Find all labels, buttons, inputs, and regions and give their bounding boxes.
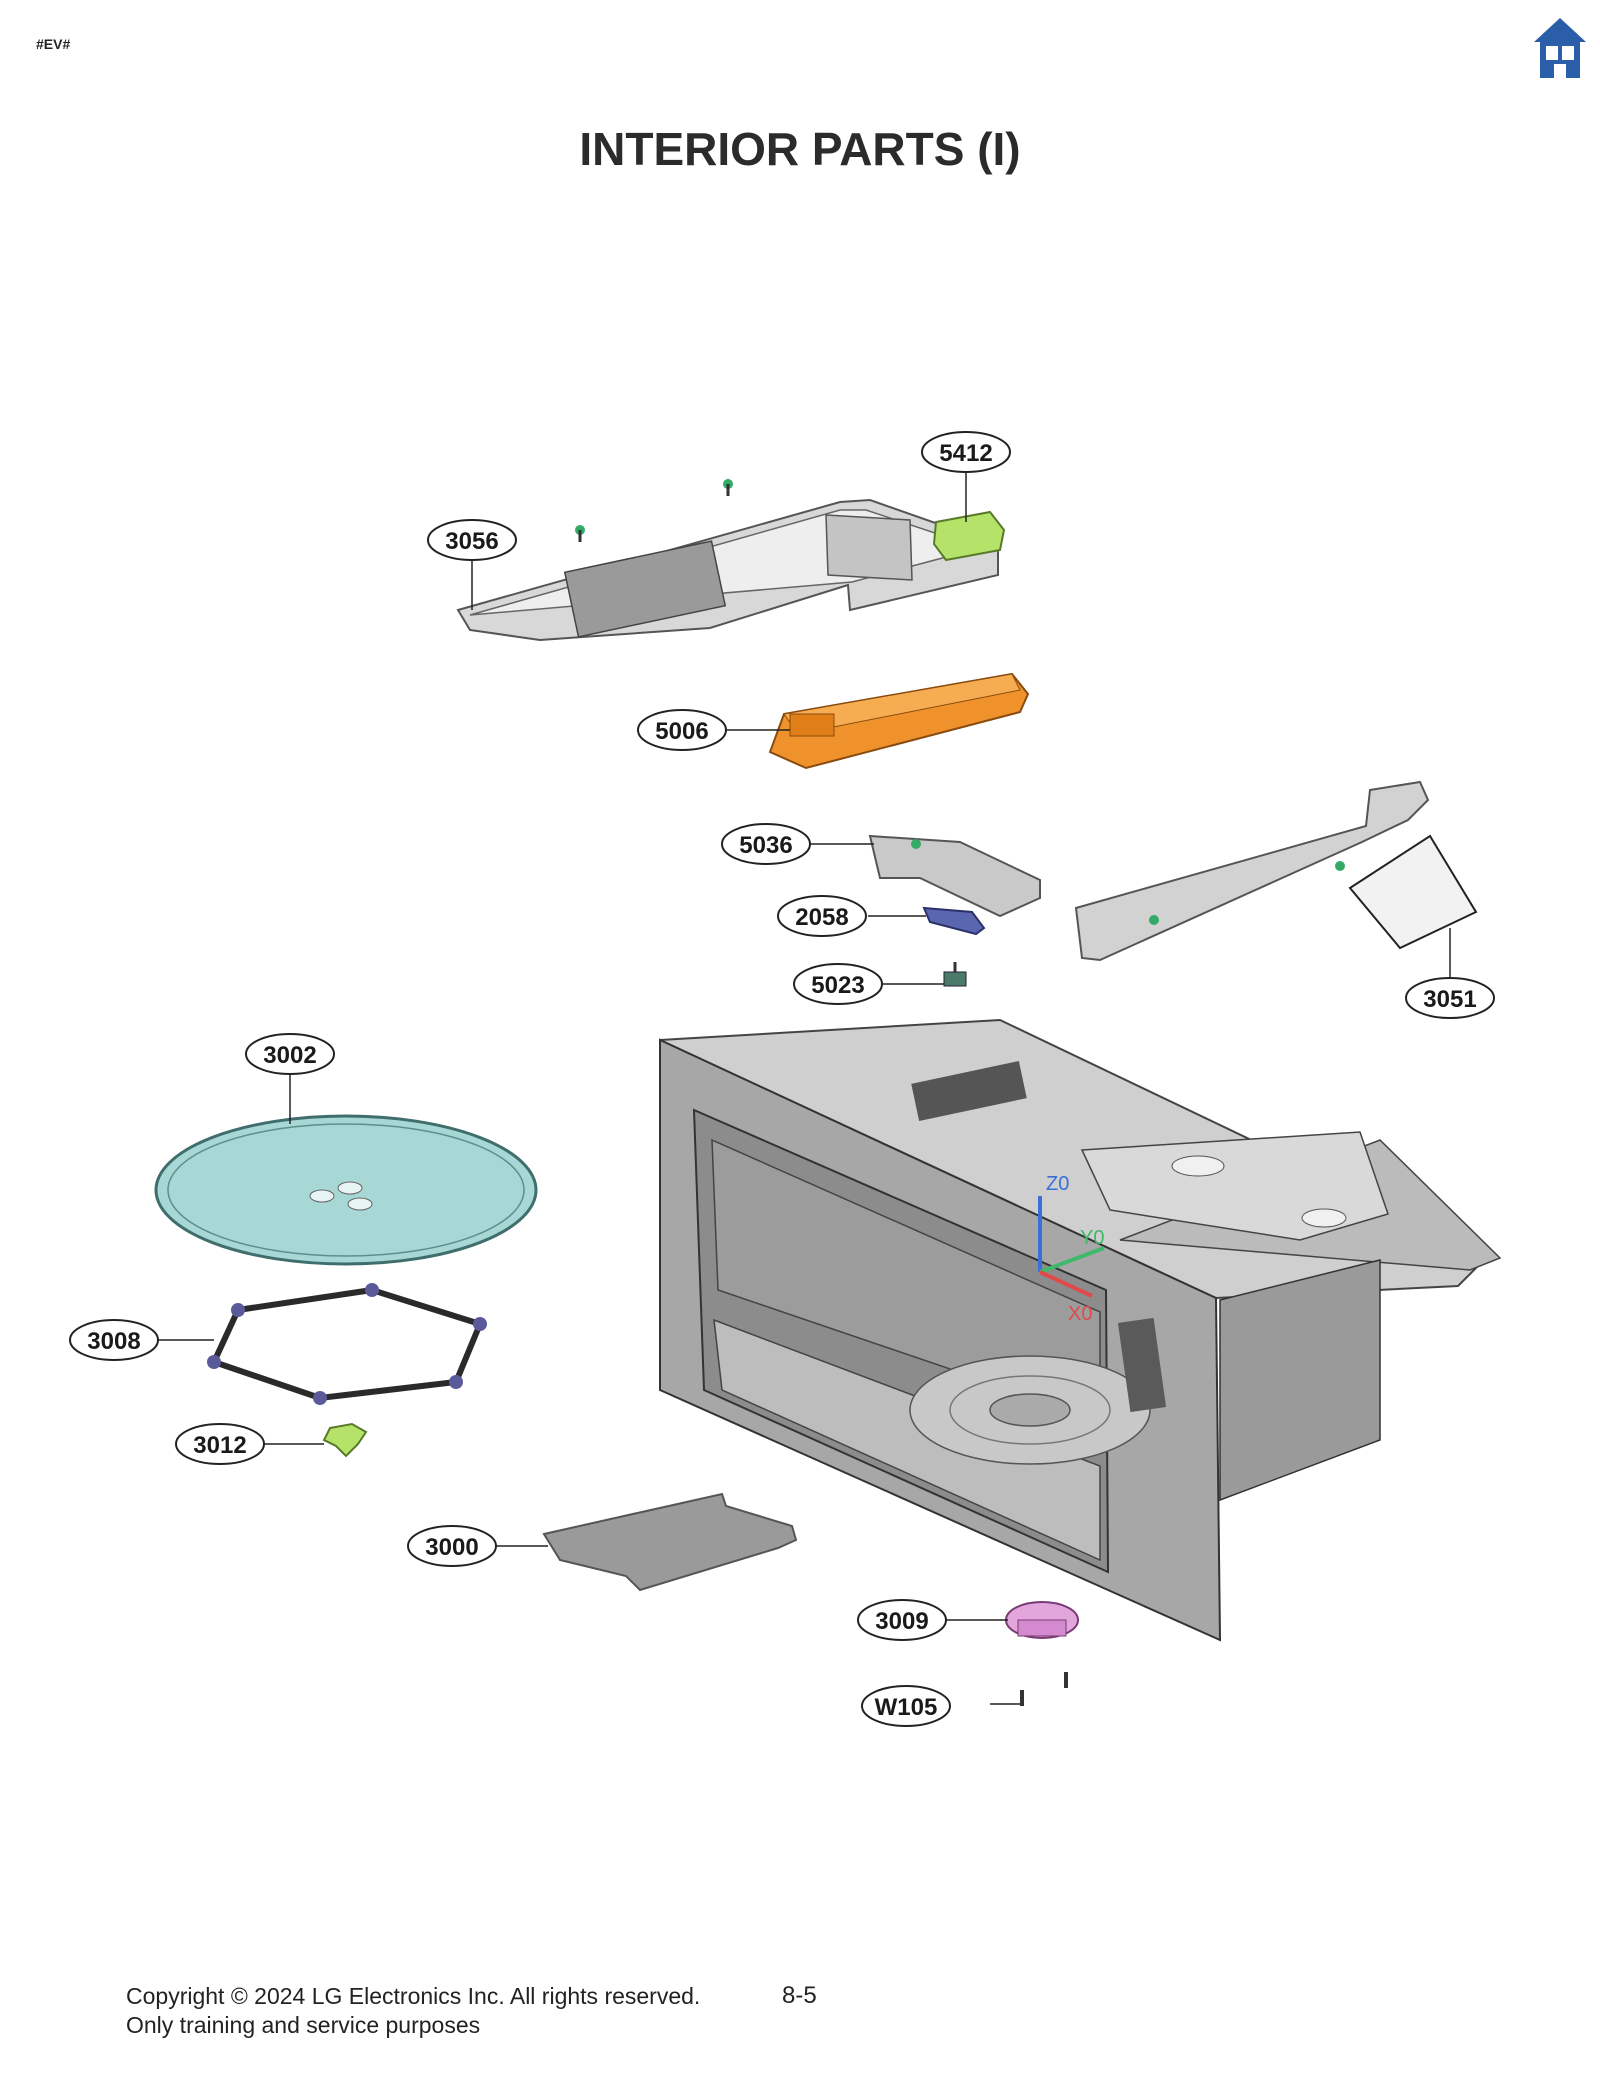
screw-icon [575, 525, 585, 542]
callout-3051[interactable]: 3051 [1405, 977, 1495, 1019]
part-3000-cover-sheet [542, 1492, 798, 1592]
callout-label: 3002 [263, 1042, 316, 1069]
callout-label: 5023 [811, 972, 864, 999]
axis-label-z: Z0 [1046, 1173, 1069, 1195]
callout-3012[interactable]: 3012 [175, 1423, 265, 1465]
axis-label-y: Y0 [1080, 1227, 1104, 1249]
axis-triad: Z0 Y0 X0 [1038, 1173, 1105, 1325]
part-5023-thermostat [943, 962, 967, 987]
callout-label: 5006 [655, 718, 708, 745]
home-button[interactable] [1532, 16, 1588, 80]
page-title: INTERIOR PARTS (I) [579, 123, 1021, 175]
page-number: 8-5 [782, 1982, 817, 2009]
leader-lines [156, 472, 1451, 1705]
callout-5412[interactable]: 5412 [921, 431, 1011, 473]
callout-label: 3000 [425, 1534, 478, 1561]
callout-5023[interactable]: 5023 [793, 963, 883, 1005]
callout-label: 3012 [193, 1432, 246, 1459]
callout-3002[interactable]: 3002 [245, 1033, 335, 1075]
callout-label: 5412 [939, 440, 992, 467]
home-icon [1534, 18, 1586, 78]
part-5036-bracket [868, 834, 1041, 918]
part-3056-duct [456, 498, 999, 642]
callout-3056[interactable]: 3056 [427, 519, 517, 561]
part-3009-motor [1005, 1601, 1079, 1639]
callout-2058[interactable]: 2058 [777, 895, 867, 937]
copyright-line: Copyright © 2024 LG Electronics Inc. All… [126, 1983, 701, 2009]
callout-label: W105 [875, 1694, 938, 1721]
part-5412-sensor [932, 510, 1006, 562]
purpose-line: Only training and service purposes [126, 2012, 481, 2038]
callout-label: 3008 [87, 1328, 140, 1355]
callout-label: 3009 [875, 1608, 928, 1635]
part-3051-plate [1074, 780, 1478, 962]
part-3002-glass-tray [154, 1114, 538, 1266]
callout-label: 3056 [445, 528, 498, 555]
callout-3000[interactable]: 3000 [407, 1525, 497, 1567]
callout-5036[interactable]: 5036 [721, 823, 811, 865]
callout-5006[interactable]: 5006 [637, 709, 727, 751]
page-tag: #EV# [36, 36, 71, 52]
axis-label-x: X0 [1068, 1303, 1092, 1325]
oven-cavity [659, 1018, 1502, 1642]
part-5006-cover [768, 672, 1030, 770]
footer-copyright: Copyright © 2024 LG Electronics Inc. All… [126, 1982, 700, 2040]
callout-label: 5036 [739, 832, 792, 859]
screw-icon [723, 479, 733, 496]
part-3008-roller-ring [207, 1283, 487, 1405]
part-3012-coupler [322, 1422, 368, 1458]
callout-3009[interactable]: 3009 [857, 1599, 947, 1641]
part-2058-switch [922, 906, 986, 936]
callout-label: 2058 [795, 904, 848, 931]
callout-label: 3051 [1423, 986, 1476, 1013]
callout-W105[interactable]: W105 [861, 1685, 951, 1727]
callout-3008[interactable]: 3008 [69, 1319, 159, 1361]
